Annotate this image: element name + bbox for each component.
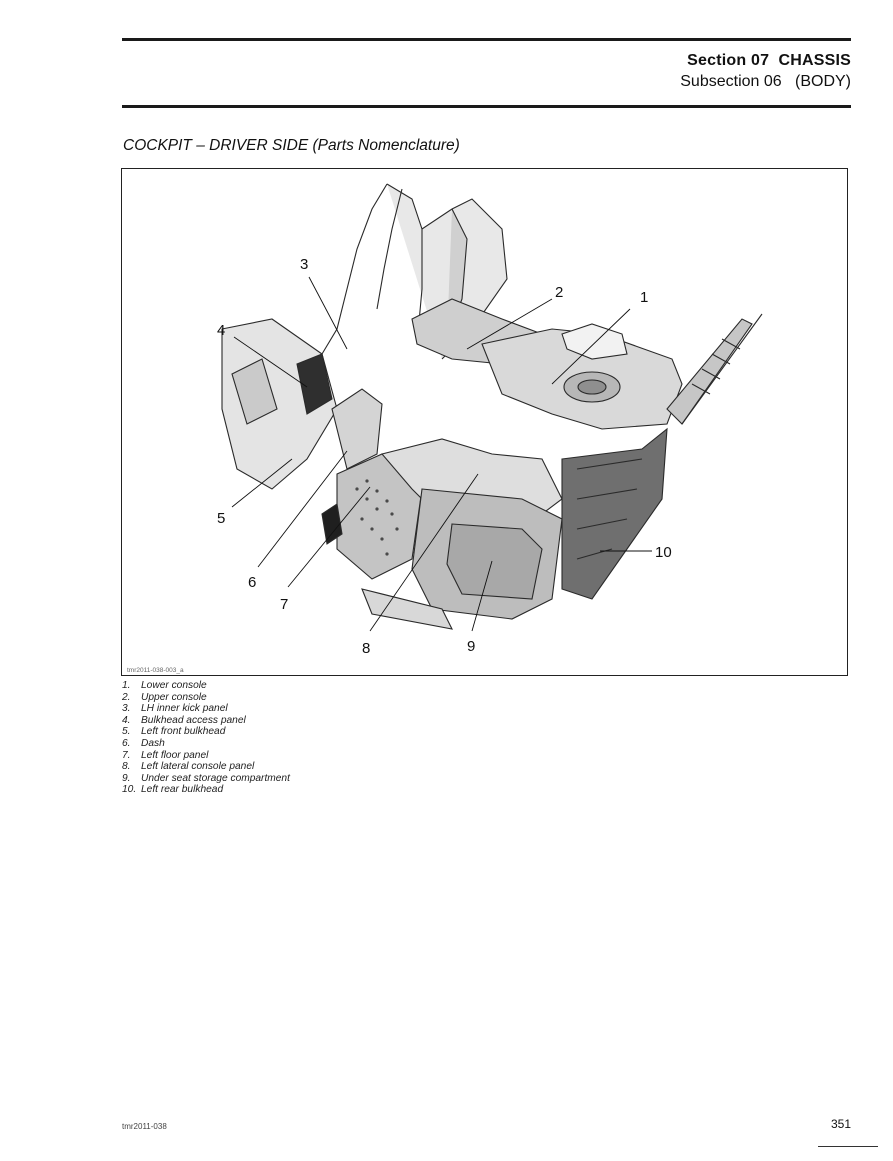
legend-label: Under seat storage compartment xyxy=(141,772,290,784)
legend-label: Left front bulkhead xyxy=(141,726,226,738)
legend-label: LH inner kick panel xyxy=(141,703,228,715)
legend-number: 1. xyxy=(122,680,131,691)
section-title: Section 07 CHASSIS xyxy=(687,52,851,70)
legend-number: 3. xyxy=(122,703,131,715)
legend-number: 6. xyxy=(122,737,131,749)
cockpit-drawing: 1 2 3 4 5 6 7 8 9 10 xyxy=(217,183,763,657)
section-name: CHASSIS xyxy=(778,52,851,69)
footer-document-code: tmr2011-038 xyxy=(122,1122,167,1131)
header-bottom-rule xyxy=(122,105,851,108)
callout-6: 6 xyxy=(248,574,256,591)
legend-number: 4. xyxy=(122,714,131,726)
parts-legend: 1. Lower console 2. Upper console 3. LH inn… xyxy=(122,680,290,796)
legend-number: 8. xyxy=(122,761,131,773)
callout-7: 7 xyxy=(280,596,288,613)
legend-item: 3. LH inner kick panel xyxy=(122,703,290,715)
leader-lines xyxy=(231,276,652,632)
callout-labels: 1 2 3 4 5 6 7 8 9 10 xyxy=(217,256,672,657)
callout-2: 2 xyxy=(555,284,563,301)
subsection-name: (BODY) xyxy=(795,73,851,90)
callout-10: 10 xyxy=(655,544,672,561)
footer-rule xyxy=(818,1146,878,1147)
legend-number: 2. xyxy=(122,691,131,703)
legend-label: Left floor panel xyxy=(141,749,209,761)
callout-9: 9 xyxy=(467,638,475,655)
legend-item: 2. Upper console xyxy=(122,692,290,704)
cockpit-illustration: 1 2 3 4 5 6 7 8 9 10 tmr2011-038-003_a xyxy=(121,168,848,676)
callout-3: 3 xyxy=(300,256,308,273)
legend-item: 7. Left floor panel xyxy=(122,750,290,762)
callout-1: 1 xyxy=(640,289,648,306)
legend-item: 10. Left rear bulkhead xyxy=(122,784,290,796)
legend-item: 1. Lower console xyxy=(122,680,290,692)
page-number: 351 xyxy=(830,1117,851,1131)
legend-label: Left rear bulkhead xyxy=(141,784,224,796)
subsection-number: Subsection 06 xyxy=(680,73,782,90)
legend-item: 6. Dash xyxy=(122,738,290,750)
legend-label: Dash xyxy=(141,737,165,749)
legend-item: 9. Under seat storage compartment xyxy=(122,773,290,785)
callout-8: 8 xyxy=(362,640,370,657)
figure-code: tmr2011-038-003_a xyxy=(127,667,184,674)
figure-heading: COCKPIT – DRIVER SIDE (Parts Nomenclatur… xyxy=(123,137,460,154)
legend-number: 9. xyxy=(122,772,131,784)
legend-item: 4. Bulkhead access panel xyxy=(122,715,290,727)
legend-number: 5. xyxy=(122,726,131,738)
legend-number: 7. xyxy=(122,749,131,761)
chassis-linework xyxy=(221,183,763,630)
legend-item: 8. Left lateral console panel xyxy=(122,761,290,773)
callout-5: 5 xyxy=(217,510,225,527)
header-top-rule xyxy=(122,38,851,41)
callout-4: 4 xyxy=(217,322,225,339)
section-number: Section 07 xyxy=(687,52,770,69)
legend-item: 5. Left front bulkhead xyxy=(122,726,290,738)
legend-number: 10. xyxy=(122,784,137,796)
legend-label: Upper console xyxy=(141,691,207,703)
legend-label: Left lateral console panel xyxy=(141,761,255,773)
legend-label: Bulkhead access panel xyxy=(141,714,246,726)
subsection-title: Subsection 06 (BODY) xyxy=(680,73,851,91)
legend-label: Lower console xyxy=(141,680,207,691)
